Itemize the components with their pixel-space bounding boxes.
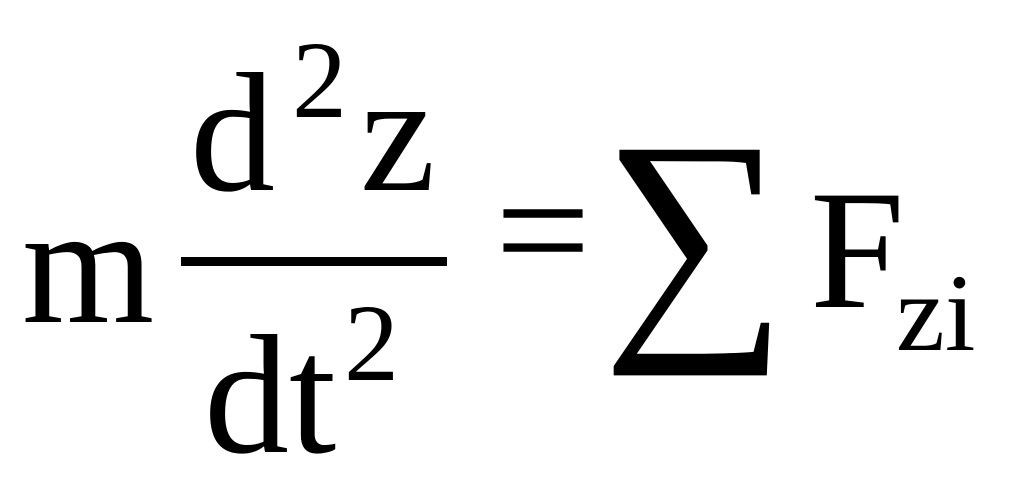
force-symbol: F: [810, 156, 905, 344]
summation-symbol: ∑: [602, 89, 788, 377]
denominator-power: 2: [344, 282, 399, 404]
denominator-differential: dt: [204, 301, 337, 488]
fraction-bar: [181, 257, 447, 266]
mass-symbol: m: [22, 171, 155, 359]
numerator-power: 2: [292, 19, 347, 141]
numerator-variable: z: [360, 39, 436, 227]
equals-sign: =: [495, 136, 591, 324]
numerator-differential: d: [190, 39, 275, 227]
force-subscript: zi: [896, 252, 976, 374]
